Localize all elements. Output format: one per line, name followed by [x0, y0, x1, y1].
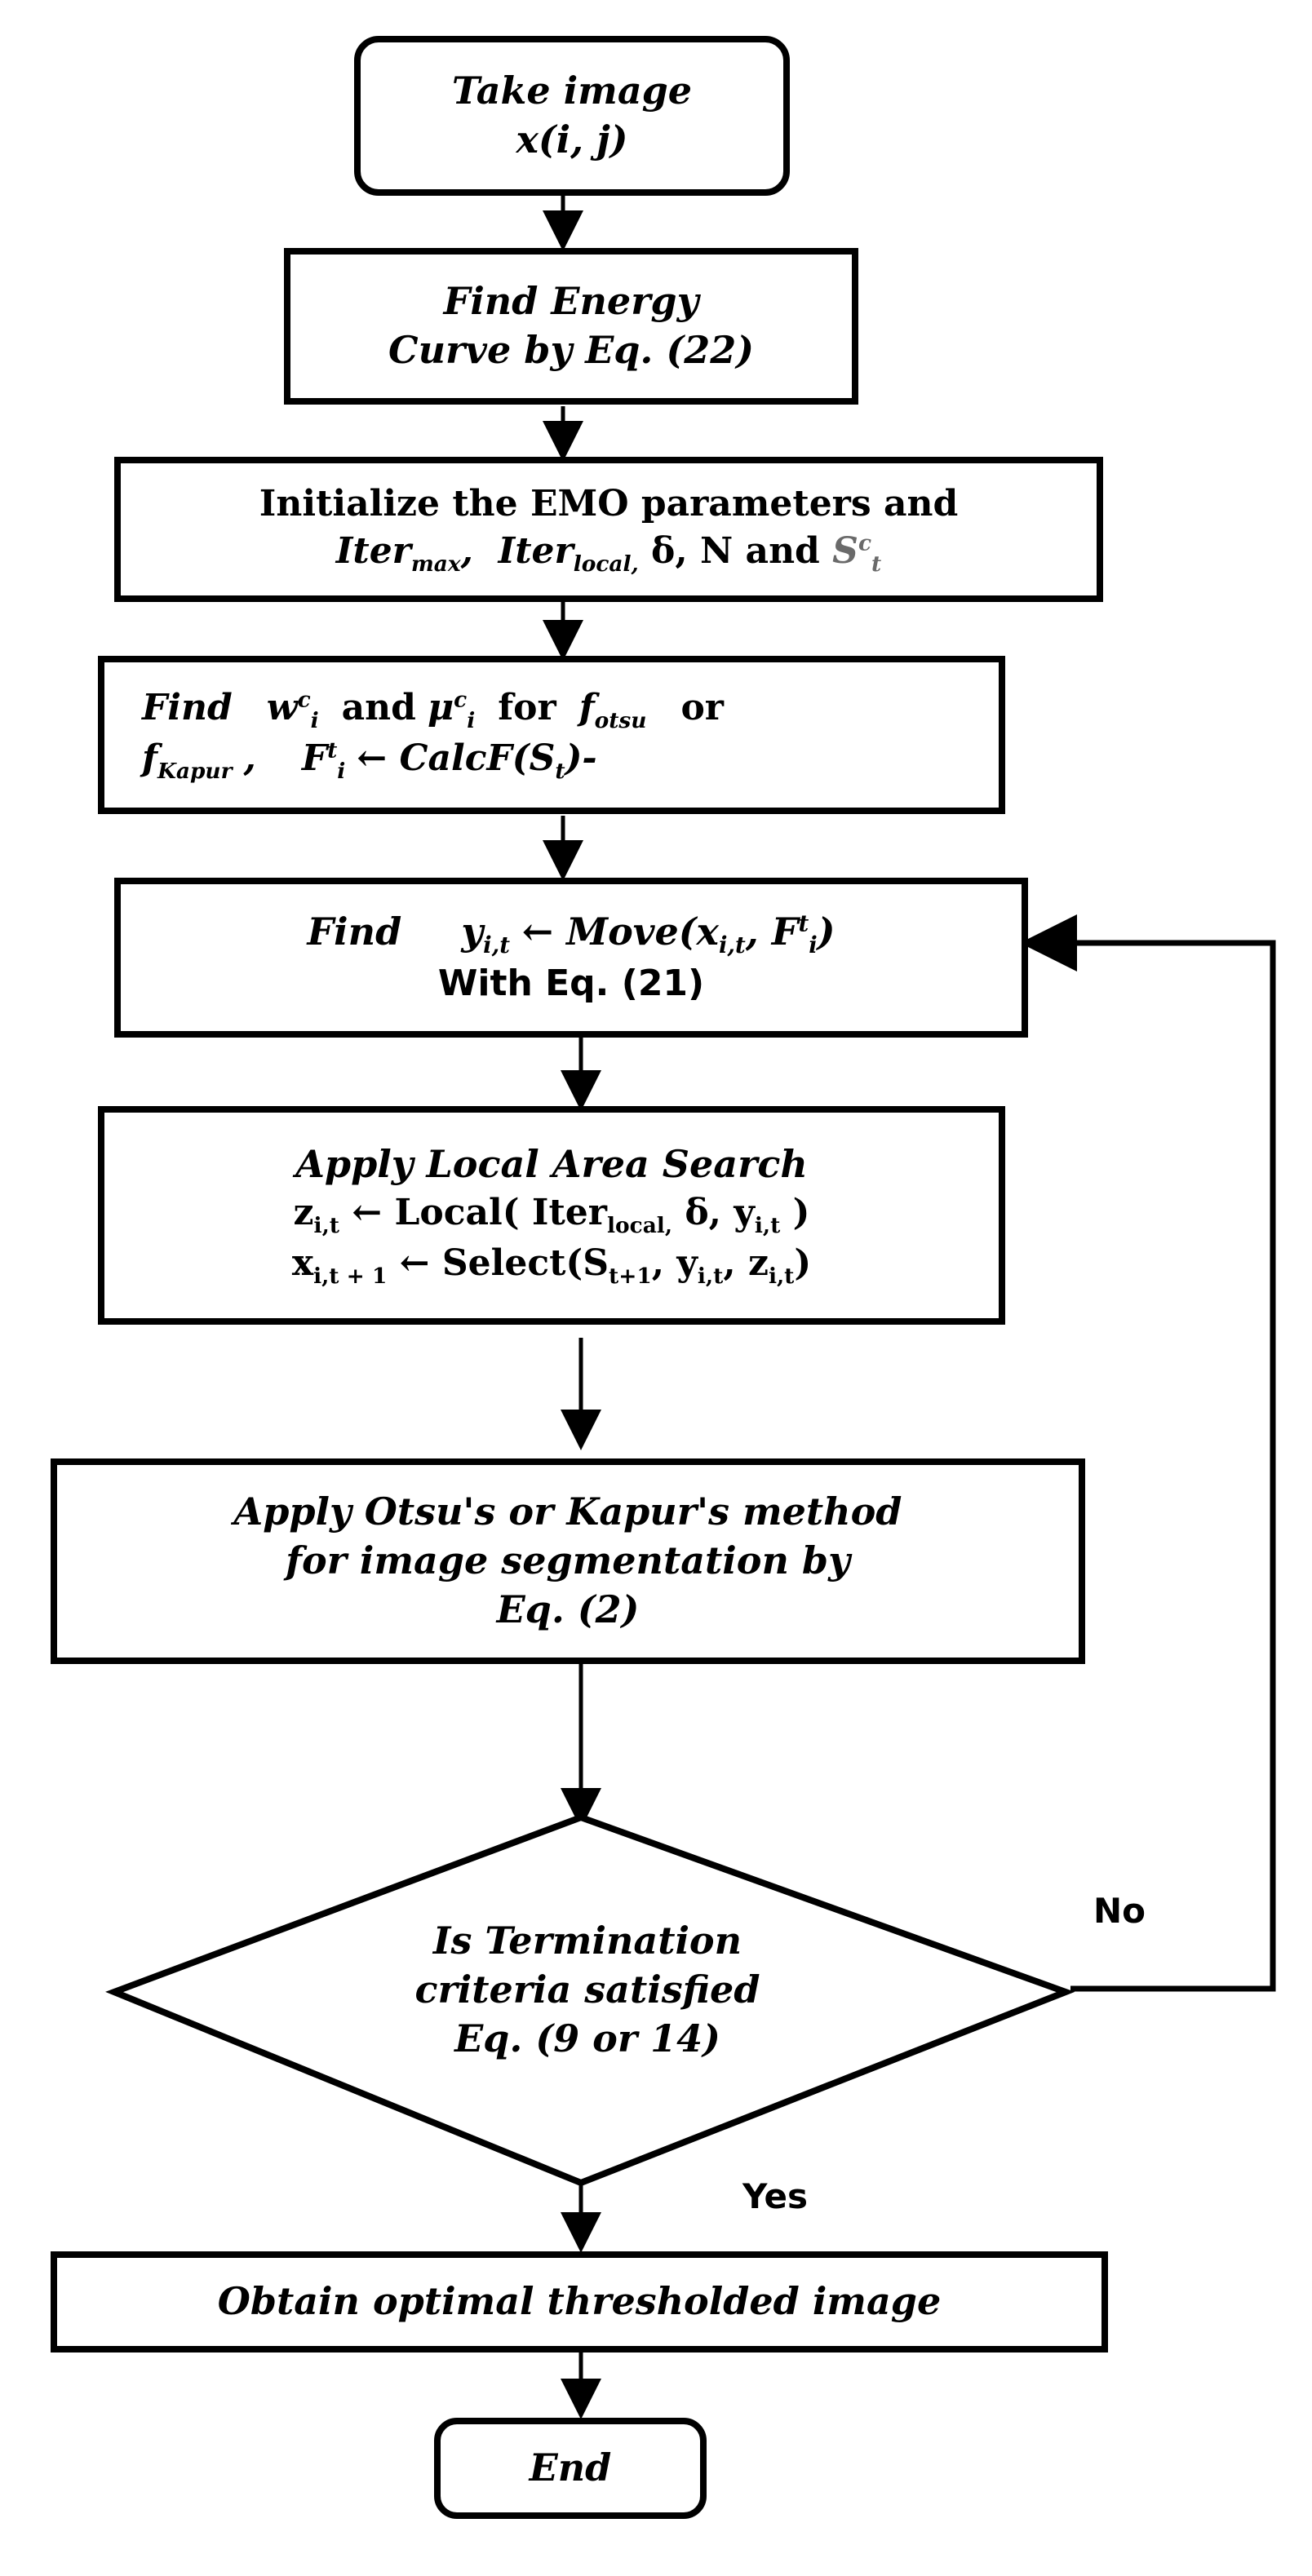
select-y-sub: i,t — [697, 1263, 724, 1289]
move-line2: With Eq. (21) — [437, 963, 705, 1005]
s-symbol: S — [832, 529, 858, 572]
mu-symbol: μ — [427, 686, 454, 728]
no-label: No — [1093, 1891, 1146, 1931]
find-w-line1: Find wci and μci for fotsu or — [142, 684, 724, 735]
otsu-line3: Eq. (2) — [496, 1587, 640, 1631]
start-line1: Take image — [451, 69, 693, 113]
F-symbol: F — [301, 737, 328, 779]
init-rest: δ, N and — [638, 529, 833, 572]
x-sub: i,t — [718, 932, 746, 959]
F-sub: i — [337, 758, 346, 784]
move-close: ) — [817, 910, 836, 954]
local-text: ← Local( Iter — [352, 1191, 607, 1233]
w-symbol: w — [266, 686, 298, 728]
select-z: , z — [723, 1242, 769, 1284]
z-symbol: z — [293, 1191, 314, 1233]
decision-line2: criteria satisfied — [414, 1967, 760, 2012]
init-line2: Itermax, Iterlocal, δ, N and Sct — [335, 529, 882, 577]
f-kapur: f — [142, 737, 157, 779]
find-w-node: Find wci and μci for fotsu or fKapur , F… — [98, 656, 1005, 814]
local-close: ) — [780, 1191, 810, 1233]
end-node: End — [434, 2418, 707, 2519]
init-line1: Initialize the EMO parameters and — [259, 483, 959, 525]
s-sub: t — [871, 551, 882, 577]
iter-local-sub: local, — [573, 551, 639, 577]
start-node: Take image x(i, j) — [354, 36, 790, 196]
decision-node: Is Termination criteria satisfied Eq. (9… — [326, 1901, 849, 2080]
find-w-line2: fKapur , Fti ← CalcF(St)- — [142, 735, 597, 786]
start-line2: x(i, j) — [516, 117, 628, 162]
obtain-line1: Obtain optimal thresholded image — [217, 2279, 942, 2324]
obtain-node: Obtain optimal thresholded image — [51, 2251, 1108, 2352]
energy-node: Find Energy Curve by Eq. (22) — [284, 248, 858, 405]
select-s-sub: t+1 — [609, 1263, 652, 1289]
x-symbol: x — [291, 1242, 314, 1284]
iter-max-text: Iter — [335, 529, 411, 572]
otsu-line1: Apply Otsu's or Kapur's method — [233, 1489, 902, 1534]
select-y: , y — [651, 1242, 698, 1284]
calc-text: ← CalcF(S — [357, 737, 556, 779]
end-line1: End — [529, 2445, 612, 2490]
w-sub: i — [310, 707, 319, 733]
f-otsu-sub: otsu — [594, 707, 647, 733]
yes-label: Yes — [742, 2176, 809, 2216]
local-line1: Apply Local Area Search — [295, 1141, 808, 1186]
w-sup: c — [297, 687, 311, 713]
segmentation-node: Apply Otsu's or Kapur's method for image… — [51, 1458, 1085, 1664]
move-F-sup: t — [798, 910, 809, 938]
mu-sup: c — [454, 687, 468, 713]
move-text: ← Move(x — [521, 910, 719, 954]
x-next-sub: i,t + 1 — [313, 1263, 388, 1289]
local-sub: local, — [607, 1212, 673, 1238]
comma: , — [243, 737, 256, 779]
select-text: ← Select(S — [399, 1242, 609, 1284]
local-mid: δ, y — [672, 1191, 755, 1233]
s-sup: c — [858, 529, 872, 555]
y-symbol: y — [461, 910, 484, 954]
and-text: and — [341, 686, 416, 728]
for-text: for — [498, 686, 556, 728]
move-line1: Find yi,t ← Move(xi,t, Fti) — [308, 908, 836, 960]
f-kapur-sub: Kapur — [157, 758, 233, 784]
move-F: , F — [745, 910, 799, 954]
f-otsu: f — [578, 686, 595, 728]
calc-end: )- — [565, 737, 597, 779]
select-close: ) — [794, 1242, 812, 1284]
or-text: or — [680, 686, 724, 728]
mu-sub: i — [467, 707, 476, 733]
loop-no-branch — [1020, 914, 1276, 1992]
energy-line1: Find Energy — [443, 279, 699, 324]
F-sup: t — [327, 737, 338, 764]
calc-sub: t — [555, 758, 565, 784]
decision-diamond — [105, 1813, 1075, 2187]
find-label: Find — [142, 686, 233, 728]
otsu-line2: for image segmentation by — [286, 1538, 850, 1583]
energy-line2: Curve by Eq. (22) — [388, 328, 754, 372]
decision-line3: Eq. (9 or 14) — [454, 2016, 720, 2060]
move-find: Find — [307, 910, 402, 954]
move-F-sub: i — [809, 932, 818, 959]
select-z-sub: i,t — [768, 1263, 795, 1289]
iter-max-sub: max — [410, 551, 461, 577]
local-line3: xi,t + 1 ← Select(St+1, yi,t, zi,t) — [292, 1240, 811, 1290]
z-sub: i,t — [313, 1212, 339, 1238]
local-line2: zi,t ← Local( Iterlocal, δ, yi,t ) — [294, 1189, 810, 1240]
decision-line1: Is Termination — [432, 1919, 742, 1963]
local-search-node: Apply Local Area Search zi,t ← Local( It… — [98, 1106, 1005, 1325]
iter-local-text: Iter — [498, 529, 574, 572]
y-sub: i,t — [483, 932, 510, 959]
local-y-sub: i,t — [754, 1212, 781, 1238]
init-node: Initialize the EMO parameters and Iterma… — [114, 457, 1103, 602]
move-node: Find yi,t ← Move(xi,t, Fti) With Eq. (21… — [114, 878, 1028, 1038]
